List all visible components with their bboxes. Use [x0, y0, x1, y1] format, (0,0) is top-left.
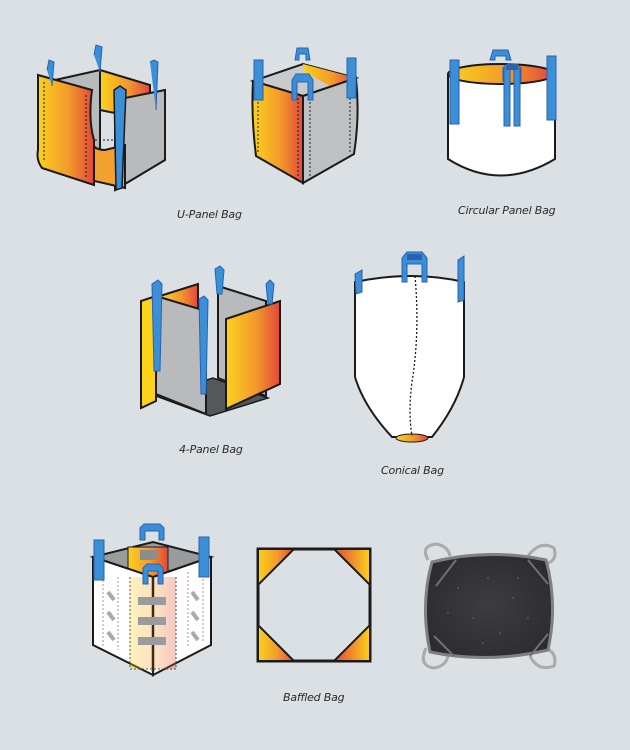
u-panel-bag-illustration: [30, 40, 170, 200]
baffled-bag-3d-illustration: [88, 522, 218, 682]
conical-bag-illustration: [352, 251, 472, 452]
circular-panel-bag-illustration: [445, 44, 565, 184]
circular-panel-bag-label: Circular Panel Bag: [458, 204, 556, 217]
four-panel-bag-label: 4-Panel Bag: [179, 443, 243, 456]
baffled-bag-photo: [418, 538, 560, 672]
baffled-bag-top-view-illustration: [256, 547, 372, 663]
conical-bag-label: Conical Bag: [381, 464, 444, 477]
u-panel-bag-label: U-Panel Bag: [177, 208, 242, 221]
four-loop-bag-illustration: [248, 46, 368, 186]
baffled-bag-label: Baffled Bag: [283, 691, 345, 704]
four-panel-bag-illustration: [138, 265, 288, 417]
